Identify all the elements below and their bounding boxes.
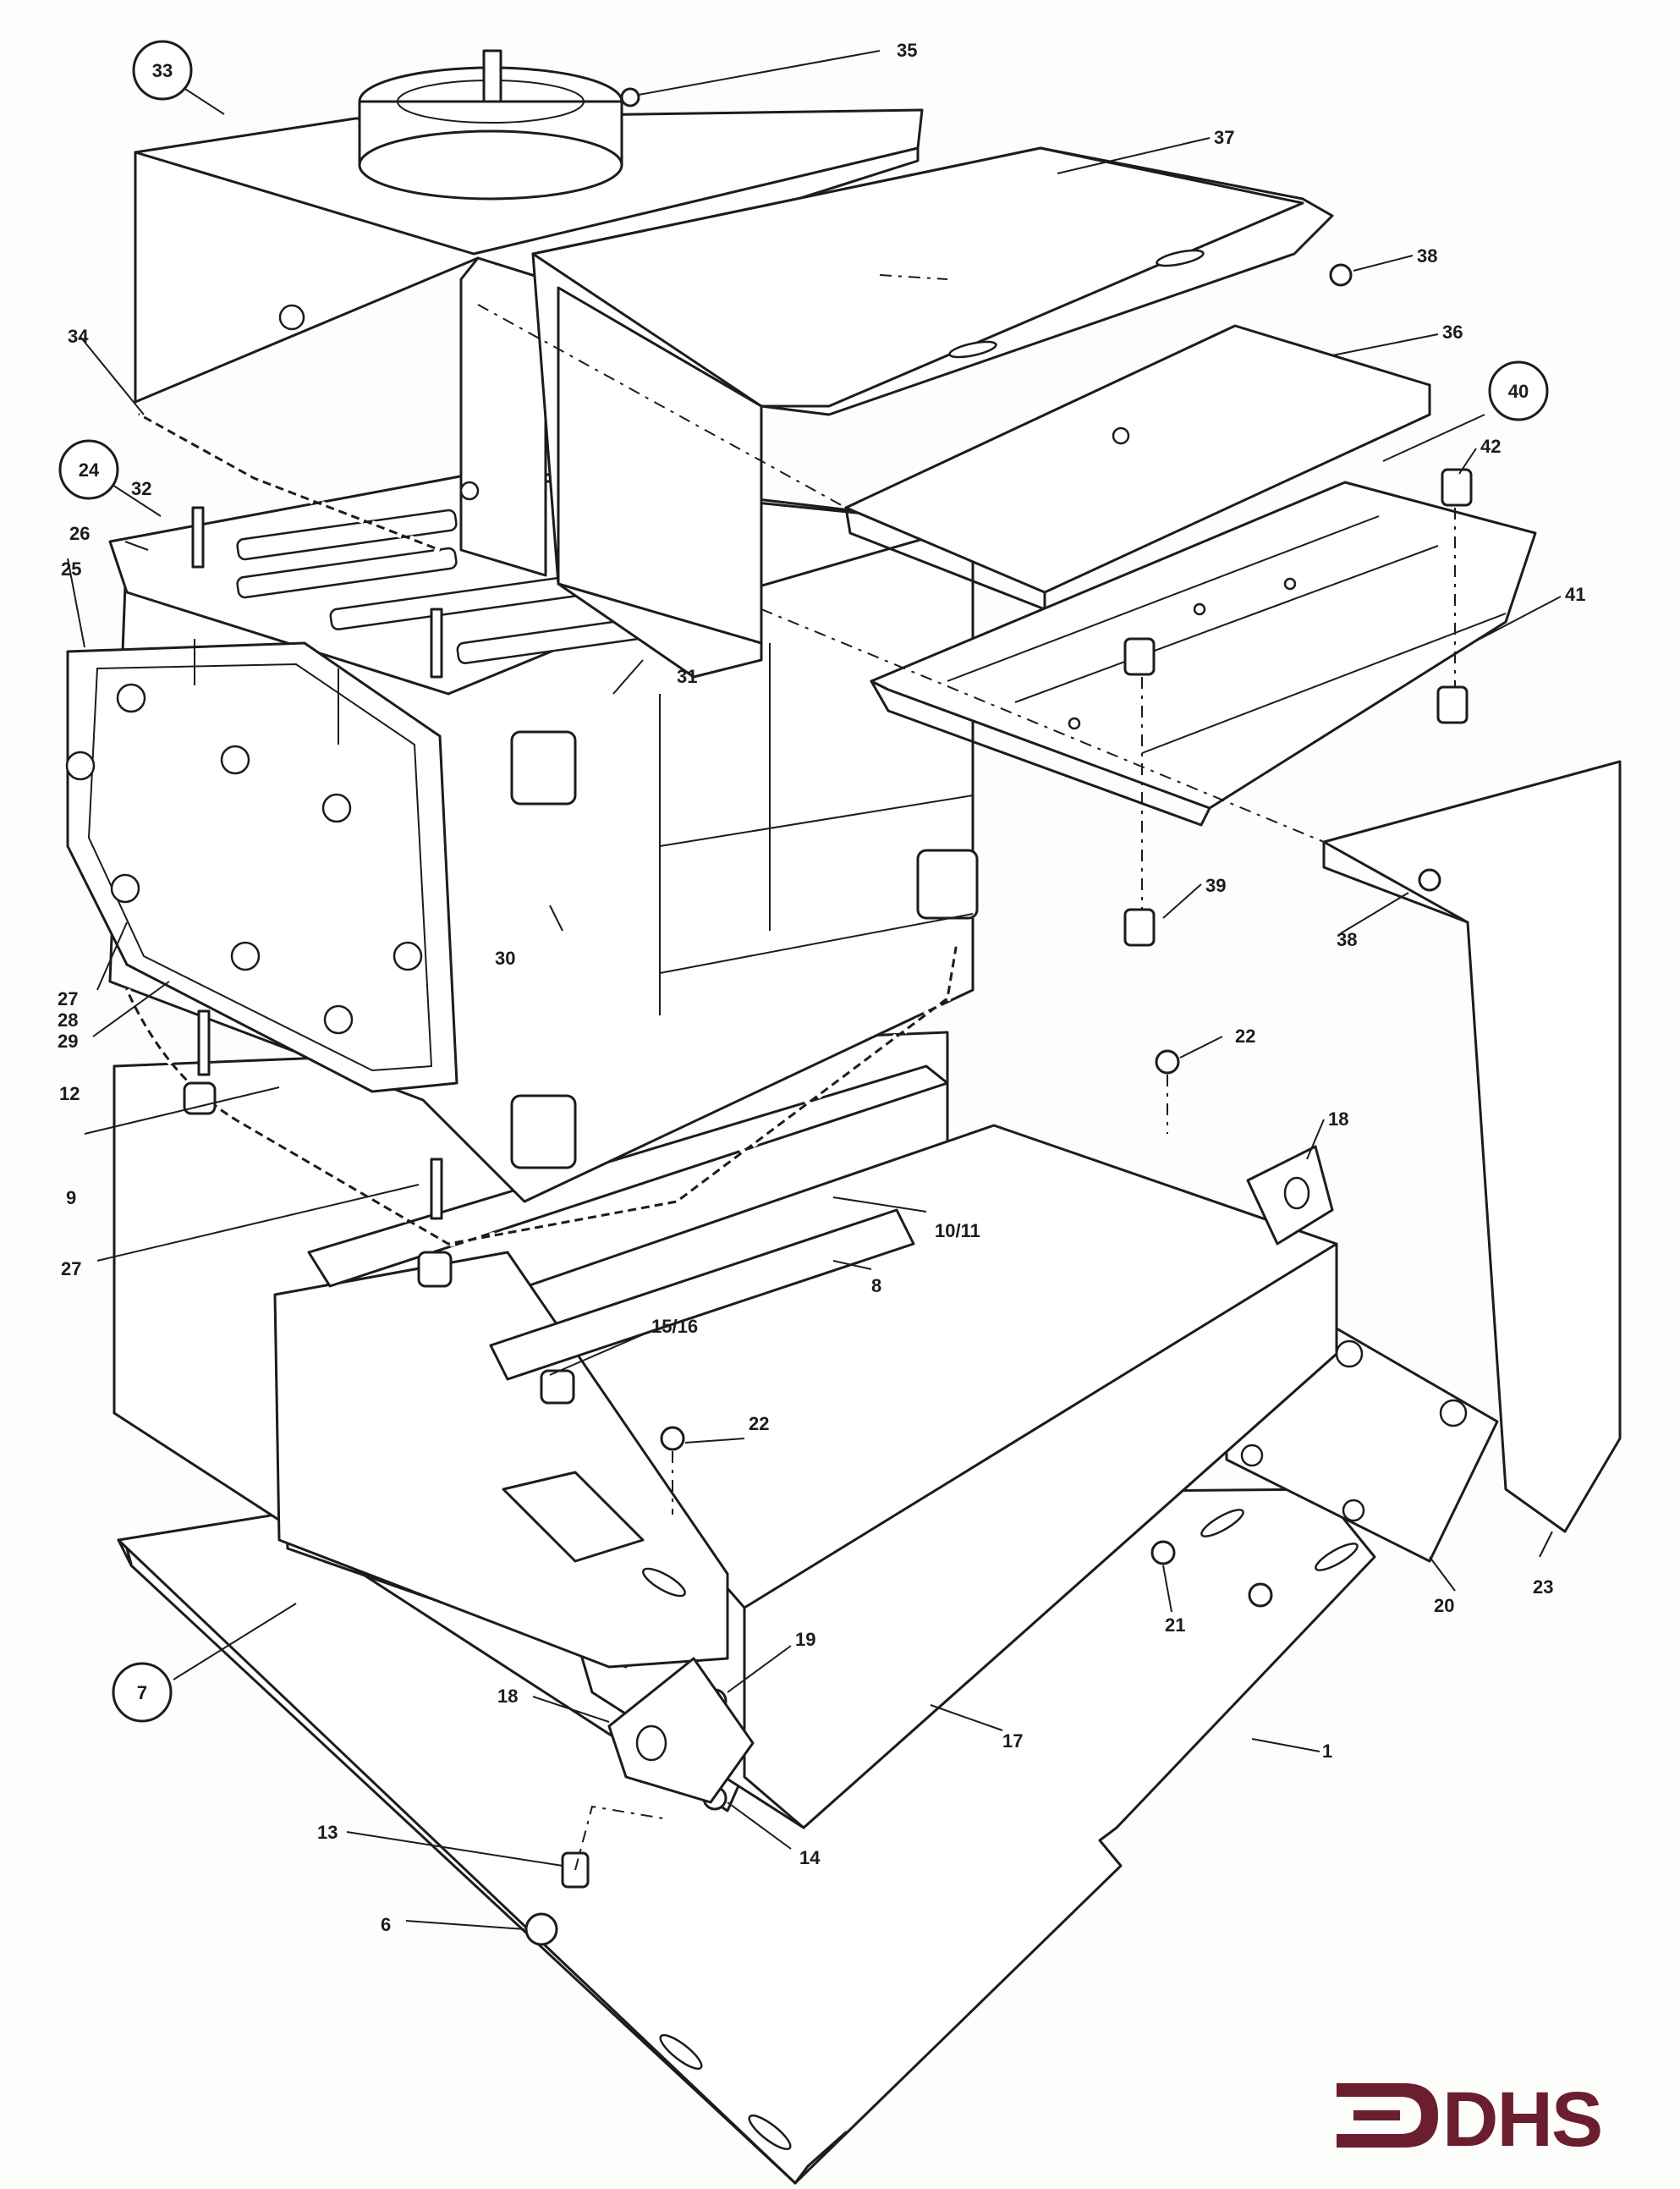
callout-32: 32 (131, 478, 151, 499)
screw-38-upper (1329, 263, 1353, 287)
callout-15-16: 15/16 (651, 1316, 698, 1337)
callout-23: 23 (1533, 1576, 1553, 1598)
callout-19: 19 (795, 1629, 815, 1650)
nut-upper (1123, 637, 1156, 676)
callout-30: 30 (495, 948, 515, 969)
callout-28: 28 (58, 1009, 78, 1031)
dhs-logo: DHS (1337, 2076, 1603, 2163)
baffle-36 (844, 324, 1431, 611)
callout-27-upper: 27 (58, 988, 78, 1009)
callout-circles (58, 40, 1549, 1723)
nut-15-16 (540, 1369, 575, 1405)
screw-35 (620, 87, 640, 107)
assembly-lines (477, 274, 1456, 1871)
callout-29: 29 (58, 1031, 78, 1052)
callout-10-11: 10/11 (935, 1220, 980, 1241)
callout-37: 37 (1214, 127, 1234, 148)
callout-18-upper: 18 (1328, 1108, 1348, 1130)
nut-12 (183, 1081, 217, 1115)
callout-24: 24 (79, 459, 100, 481)
callout-21: 21 (1165, 1614, 1185, 1636)
callout-39: 39 (1205, 875, 1226, 896)
leader-lines (67, 50, 1562, 1930)
callout-labels: 33 35 37 38 36 40 42 41 34 24 32 26 25 3… (58, 40, 1585, 1935)
callout-12: 12 (59, 1083, 80, 1104)
callout-40: 40 (1508, 381, 1529, 402)
stud-lower (197, 1009, 211, 1076)
screw-21a (1150, 1540, 1176, 1565)
stud-27 (430, 1158, 443, 1220)
callout-1: 1 (1322, 1741, 1332, 1762)
callout-34: 34 (68, 326, 89, 347)
callout-circle-24 (58, 439, 119, 500)
callout-22-upper: 22 (1235, 1026, 1255, 1047)
right-side-panel (1322, 760, 1622, 1533)
callout-25: 25 (61, 558, 81, 580)
callout-8: 8 (871, 1275, 881, 1296)
callout-14: 14 (799, 1847, 821, 1868)
callout-18-lower: 18 (497, 1686, 518, 1707)
callout-circle-7 (112, 1662, 173, 1723)
callout-circle-40 (1488, 360, 1549, 421)
callout-circle-33 (132, 40, 193, 101)
nut-27 (417, 1251, 453, 1288)
callout-6: 6 (381, 1914, 391, 1935)
nut-42 (1441, 468, 1473, 507)
knob-6 (524, 1912, 558, 1946)
screw-21b (1248, 1582, 1273, 1608)
stud-center (430, 608, 443, 679)
callout-31: 31 (677, 666, 697, 687)
callout-7: 7 (137, 1682, 147, 1703)
burner-rail (870, 481, 1537, 827)
callout-20: 20 (1434, 1595, 1454, 1616)
callout-36: 36 (1442, 322, 1463, 343)
callout-22-lower: 22 (749, 1413, 769, 1434)
callout-17: 17 (1002, 1730, 1023, 1752)
callout-41: 41 (1565, 584, 1585, 605)
logo-text: DHS (1442, 2076, 1601, 2163)
callout-26: 26 (69, 523, 90, 544)
callout-38-lower: 38 (1337, 929, 1357, 950)
stud-32 (191, 506, 205, 569)
screw-38-lower (1418, 868, 1441, 892)
callout-13: 13 (317, 1822, 338, 1843)
callout-38-upper: 38 (1417, 245, 1437, 267)
nut-right (1436, 685, 1469, 724)
callout-35: 35 (897, 40, 917, 61)
screw-22-upper (1155, 1049, 1180, 1075)
nut-39 (1123, 908, 1156, 947)
callout-9: 9 (66, 1187, 76, 1208)
callout-42: 42 (1480, 436, 1501, 457)
bracket-18-left (607, 1657, 755, 1804)
callout-33: 33 (152, 60, 173, 81)
screw-22-lower (660, 1426, 685, 1451)
callout-27-lower: 27 (61, 1258, 81, 1279)
bracket-18-right (1246, 1145, 1334, 1246)
